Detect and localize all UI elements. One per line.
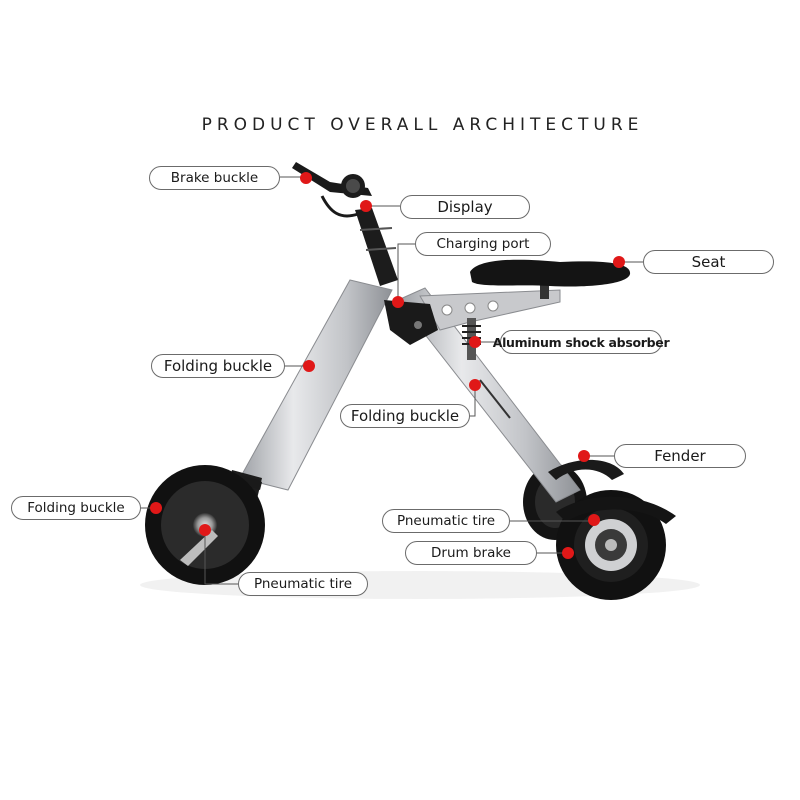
seat-post (540, 283, 549, 299)
label-drum-brake: Drum brake (405, 541, 537, 565)
label-folding-buckle-frame: Folding buckle (151, 354, 285, 378)
marker-shock-absorber (469, 336, 481, 348)
marker-folding-buckle-front (150, 502, 162, 514)
label-charging-port: Charging port (415, 232, 551, 256)
marker-brake-buckle (300, 172, 312, 184)
label-pneumatic-tire-front: Pneumatic tire (238, 572, 368, 596)
rear-tube-slot (479, 379, 511, 419)
marker-pneumatic-tire-rear (588, 514, 600, 526)
marker-charging-port (392, 296, 404, 308)
marker-folding-buckle-frame (303, 360, 315, 372)
rear-wheel-guard (556, 496, 676, 524)
folding-joint (384, 300, 438, 345)
rear-frame-tube (397, 287, 581, 503)
rear-right-wheel (556, 490, 666, 600)
label-fender: Fender (614, 444, 746, 468)
marker-pneumatic-tire-front (199, 524, 211, 536)
display-unit (341, 174, 365, 198)
marker-folding-buckle-rear (469, 379, 481, 391)
label-seat: Seat (643, 250, 774, 274)
handlebar-stem (355, 208, 398, 286)
marker-display (360, 200, 372, 212)
label-pneumatic-tire-rear: Pneumatic tire (382, 509, 510, 533)
callout-markers (150, 172, 625, 559)
seat (470, 259, 631, 287)
marker-fender (578, 450, 590, 462)
marker-seat (613, 256, 625, 268)
label-folding-buckle-front: Folding buckle (11, 496, 141, 520)
rear-fender (548, 459, 624, 480)
label-folding-buckle-rear: Folding buckle (340, 404, 470, 428)
label-aluminum-shock-absorber: Aluminum shock absorber (493, 330, 670, 354)
marker-drum-brake (562, 547, 574, 559)
label-brake-buckle: Brake buckle (149, 166, 280, 190)
label-display: Display (400, 195, 530, 219)
page-title: PRODUCT OVERALL ARCHITECTURE (201, 115, 644, 135)
front-column (239, 279, 393, 491)
